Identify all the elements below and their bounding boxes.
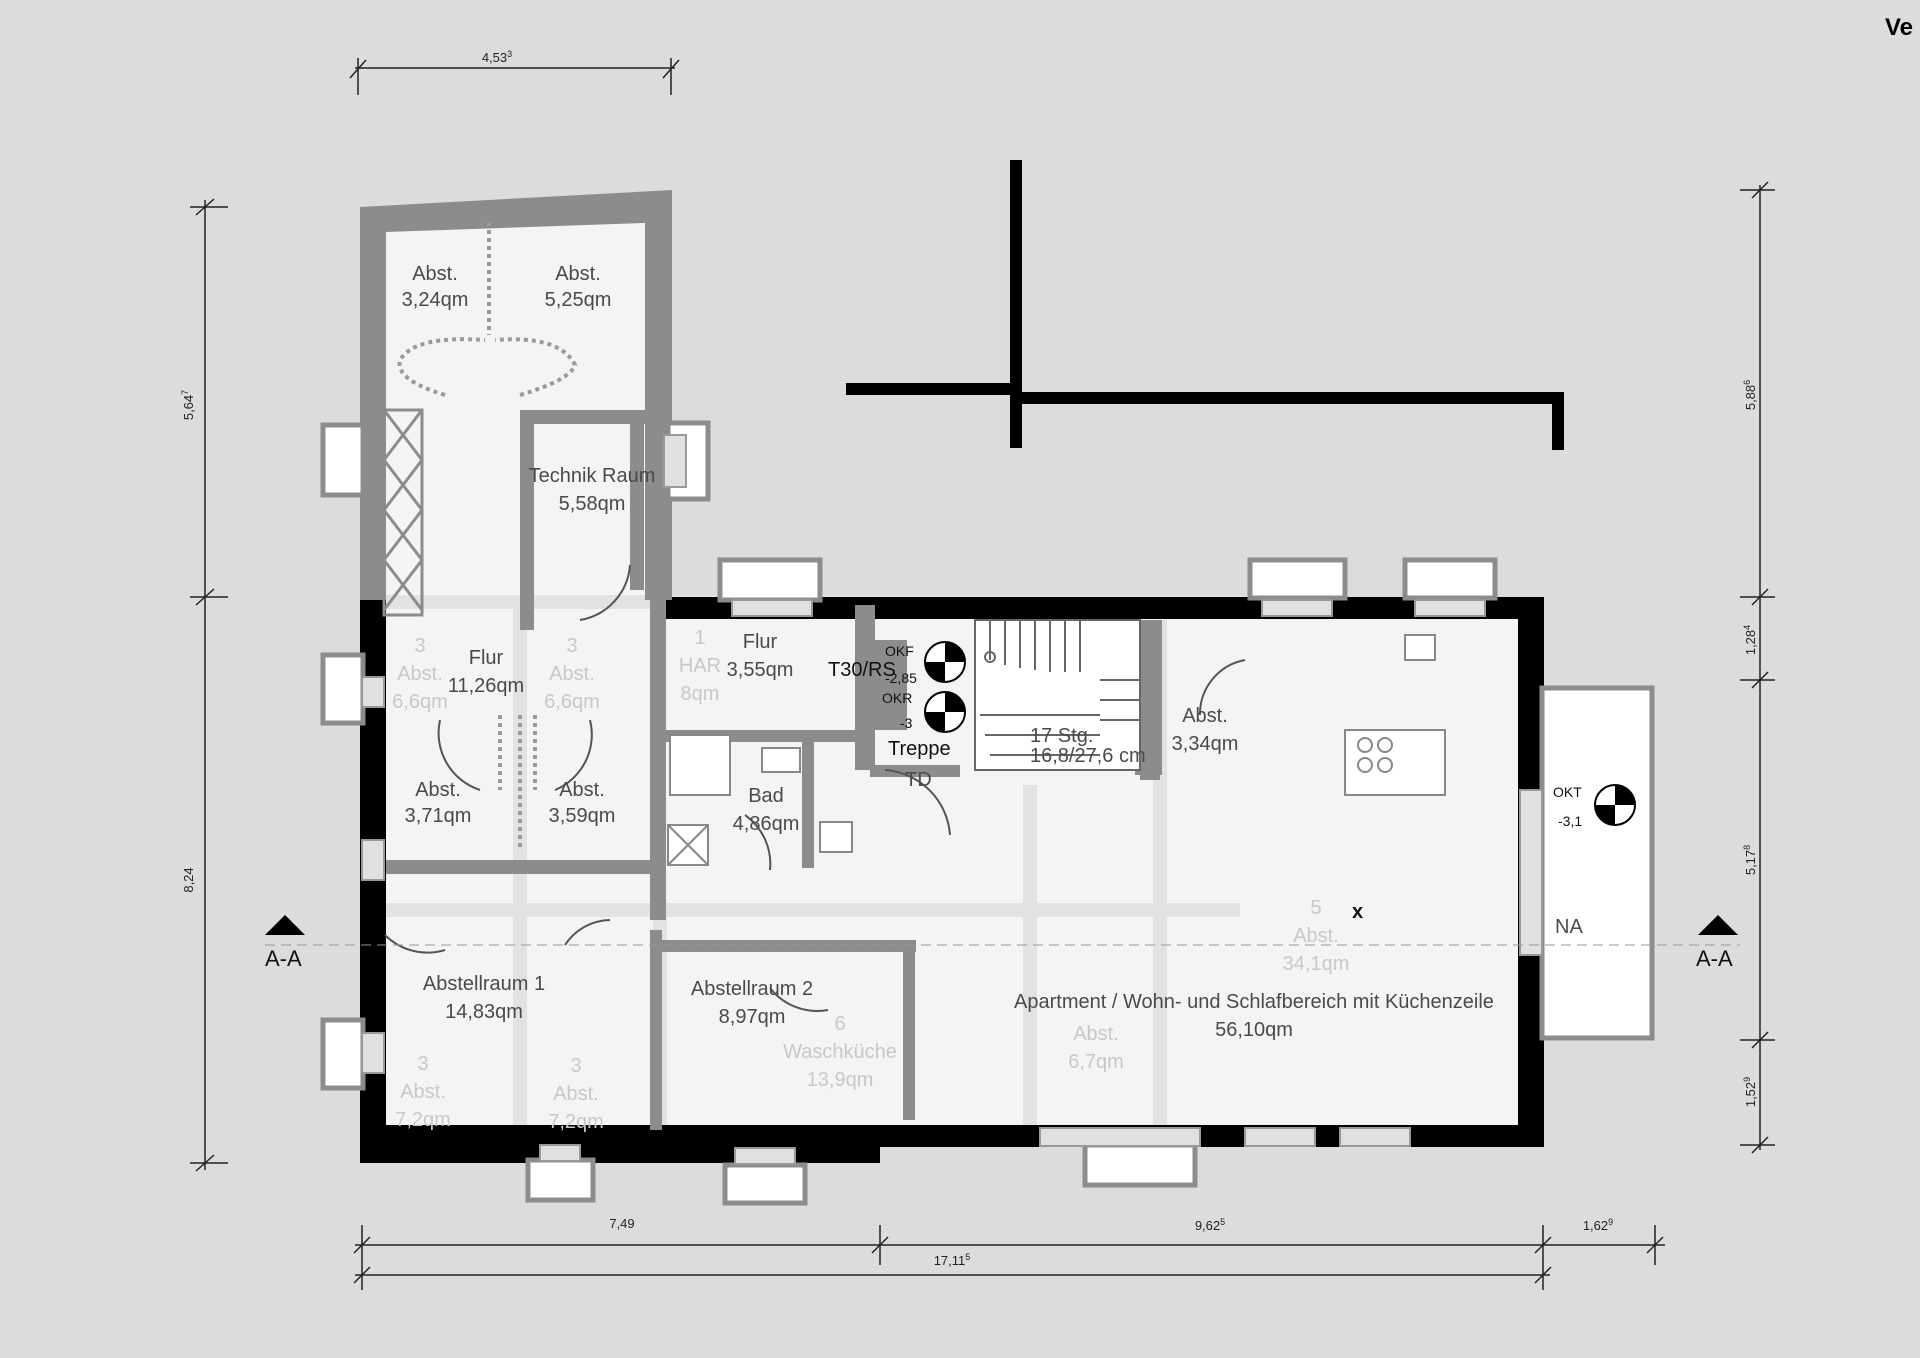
dim-bottom-total: 17,115 [934, 1252, 971, 1268]
room-area: 56,10qm [1215, 1019, 1293, 1041]
room-area: 3,24qm [402, 289, 469, 311]
ghost-name: Abst. [553, 1083, 599, 1105]
door-td: TD [905, 769, 932, 791]
room-labels: Abst. 3,24qm Abst. 5,25qm Technik Raum 5… [402, 263, 1494, 1041]
dim-right-3: 5,178 [1742, 845, 1758, 875]
dim-right-2: 1,284 [1742, 625, 1758, 655]
stair-count: 17 Stg. [1030, 725, 1093, 747]
na-label: NA [1555, 916, 1583, 938]
window-panes [361, 434, 1543, 1165]
door-rating: T30/RS [828, 659, 896, 681]
dim-right-1: 5,886 [1742, 380, 1758, 410]
ghost-name: Abst. [1073, 1023, 1119, 1045]
ghost-num: 1 [694, 627, 705, 649]
room-name: Bad [748, 785, 784, 807]
room-area: 11,26qm [448, 675, 524, 697]
room-name: Abst. [1182, 705, 1228, 727]
fixtures [667, 634, 1446, 866]
title-fragment: Ve [1885, 14, 1913, 41]
dimension-lines [190, 58, 1775, 1290]
room-area: 5,58qm [559, 493, 626, 515]
stair-dim: 16,8/27,6 cm [1030, 745, 1146, 767]
level-markers [924, 641, 1636, 826]
ghost-num: 3 [570, 1055, 581, 1077]
room-area: 3,55qm [727, 659, 794, 681]
shaft-bracing [382, 408, 424, 617]
okt-label: OKT [1553, 784, 1582, 800]
section-left: A-A [265, 946, 302, 971]
mark-x: x [1352, 901, 1363, 923]
room-name: Flur [469, 647, 504, 669]
ghost-labels: 3 Abst. 6,6qm 3 Abst. 6,6qm 1 HAR 8qm 6 … [392, 627, 1349, 1133]
annotations: T30/RS Treppe TD 17 Stg. 16,8/27,6 cm OK… [265, 643, 1733, 971]
room-name: Flur [743, 631, 778, 653]
door-swings [384, 564, 1246, 1012]
staircase [974, 619, 1141, 771]
ghost-area: 6,6qm [544, 691, 600, 713]
dim-left-upper: 5,647 [180, 390, 196, 420]
room-name: Abstellraum 1 [423, 973, 545, 995]
room-area: 3,34qm [1172, 733, 1239, 755]
ghost-num: 5 [1310, 897, 1321, 919]
ghost-name: HAR [679, 655, 721, 677]
ghost-area: 7,2qm [395, 1109, 451, 1131]
ghost-area: 34,1qm [1283, 953, 1350, 975]
ghost-area: 6,7qm [1068, 1051, 1124, 1073]
room-area: 3,71qm [405, 805, 472, 827]
room-area: 14,83qm [445, 1001, 523, 1023]
dim-bottom-3: 1,629 [1583, 1217, 1613, 1233]
ghost-num: 3 [414, 635, 425, 657]
room-name: Abst. [559, 779, 605, 801]
okt-value: -3,1 [1558, 813, 1582, 829]
ghost-name: Abst. [549, 663, 595, 685]
dim-bottom-2: 9,625 [1195, 1217, 1225, 1233]
dim-bottom-1: 7,49 [609, 1216, 634, 1231]
dimension-texts: 4,533 5,647 8,24 5,886 1,284 5,178 1,529… [180, 49, 1758, 1268]
room-area: 8,97qm [719, 1006, 786, 1028]
okr-value: -3 [900, 715, 913, 731]
ghost-name: Abst. [1293, 925, 1339, 947]
ghost-name: Waschküche [783, 1041, 897, 1063]
room-name: Apartment / Wohn- und Schlafbereich mit … [1014, 991, 1494, 1013]
okr-label: OKR [882, 690, 912, 706]
ghost-name: Abst. [397, 663, 443, 685]
room-area: 4,86qm [733, 813, 800, 835]
room-name: Abst. [412, 263, 458, 285]
dim-top: 4,533 [482, 49, 512, 65]
ghost-num: 3 [566, 635, 577, 657]
section-markers [265, 915, 1740, 946]
okf-value: -2,85 [885, 670, 917, 686]
section-right: A-A [1696, 946, 1733, 971]
room-name: Abst. [555, 263, 601, 285]
okf-label: OKF [885, 643, 914, 659]
ghost-name: Abst. [400, 1081, 446, 1103]
dim-left-lower: 8,24 [181, 867, 196, 892]
ghost-area: 7,2qm [548, 1111, 604, 1133]
ghost-num: 6 [834, 1013, 845, 1035]
room-area: 3,59qm [549, 805, 616, 827]
ghost-num: 3 [417, 1053, 428, 1075]
ghost-area: 6,6qm [392, 691, 448, 713]
annex-walls [360, 190, 1162, 1130]
room-name: Abstellraum 2 [691, 978, 813, 1000]
room-area: 5,25qm [545, 289, 612, 311]
room-name: Technik Raum [529, 465, 656, 487]
ghost-area: 8qm [681, 683, 720, 705]
ghost-area: 13,9qm [807, 1069, 874, 1091]
stair-label: Treppe [888, 738, 951, 760]
room-name: Abst. [415, 779, 461, 801]
dim-right-4: 1,529 [1742, 1077, 1758, 1107]
